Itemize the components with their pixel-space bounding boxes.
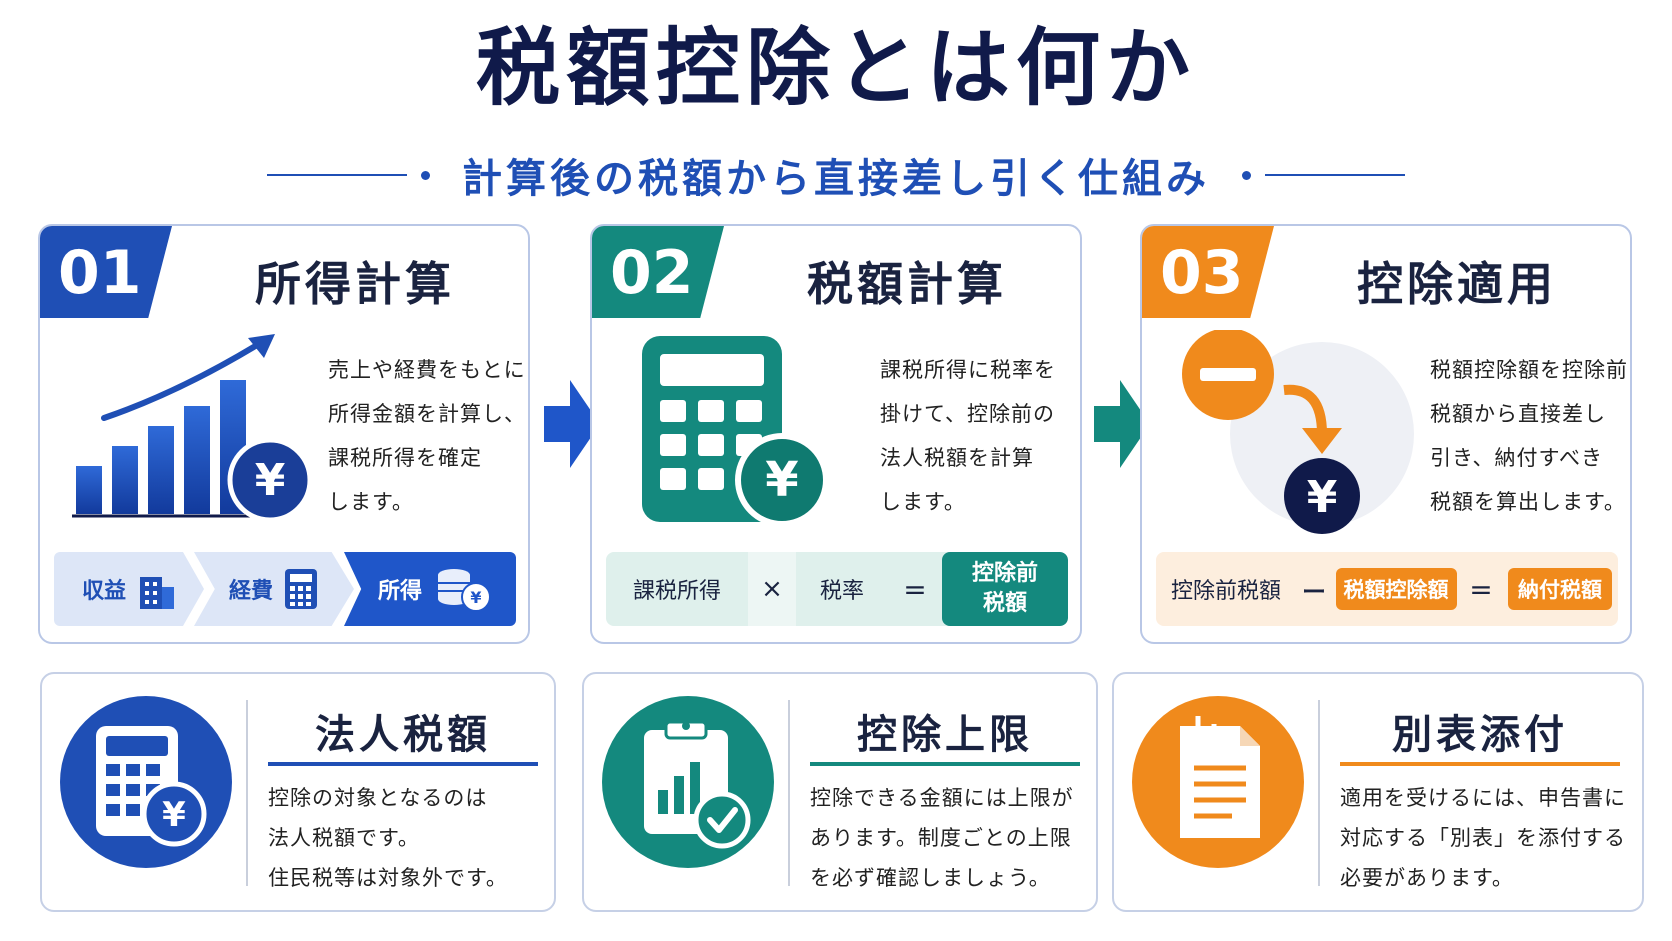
subtitle-line-right [1265, 174, 1405, 176]
step-description: 課税所得に税率を 掛けて、控除前の 法人税額を計算 します。 [880, 358, 1056, 514]
coins-yen-icon: ¥ [438, 569, 491, 612]
flow-step-revenue: 収益 [54, 552, 204, 626]
info-divider [246, 700, 248, 886]
page-subtitle: 計算後の税額から直接差し引く仕組み [462, 156, 1210, 202]
info-title-rule [268, 762, 538, 766]
info-icon-circle [1132, 696, 1304, 868]
formula-equals: = [903, 572, 927, 606]
formula-taxable-income: 課税所得 [632, 579, 721, 604]
step-card-02: 02 税額計算 ¥ 課税所得に税率を 掛けて、控除前の 法人税額を計算 します。… [590, 224, 1082, 644]
step-number-badge: 01 [40, 226, 172, 318]
info-title: 別表添付 [1392, 712, 1568, 758]
formula-multiply: × [748, 552, 796, 626]
formula-payable-tax: 納付税額 [1508, 568, 1612, 610]
formula-pre-credit-tax: 控除前税額 [1170, 579, 1281, 604]
subtitle-row: 計算後の税額から直接差し引く仕組み [0, 150, 1672, 202]
info-divider [1318, 700, 1320, 886]
info-title-rule [1340, 762, 1620, 766]
step-title: 税額計算 [807, 257, 1007, 311]
formula-equals: = [1469, 572, 1493, 606]
svg-text:¥: ¥ [255, 455, 286, 506]
clipboard-check-icon [644, 720, 751, 849]
subtitle-dot-left [421, 170, 430, 180]
step-description: 税額控除額を控除前 税額から直接差し 引き、納付すべき 税額を算出します。 [1430, 358, 1628, 514]
svg-text:¥: ¥ [162, 795, 186, 835]
formula-credit-wrap: 税額控除額 [1332, 552, 1460, 626]
info-card-schedule-attachment: 別表添付 適用を受けるには、申告書に 対応する「別表」を添付する 必要があります… [1112, 672, 1644, 912]
building-icon [140, 577, 174, 609]
credit-formula: 控除前税額 ー 税額控除額 = 納付税額 [1156, 552, 1618, 626]
info-card-corporate-tax: ¥ 法人税額 控除の対象となるのは 法人税額です。 住民税等は対象外です。 [40, 672, 556, 912]
formula-pre-credit-tax: 控除前 税額 [942, 552, 1068, 626]
calculator-icon [285, 569, 317, 609]
minus-yen-icon: ¥ [1182, 330, 1414, 534]
info-description: 控除の対象となるのは 法人税額です。 住民税等は対象外です。 [268, 786, 508, 890]
info-description: 適用を受けるには、申告書に 対応する「別表」を添付する 必要があります。 [1340, 786, 1626, 890]
step-arrow-icon [544, 380, 600, 468]
svg-text:¥: ¥ [765, 452, 798, 508]
formula-minus: ー [1302, 577, 1326, 606]
info-icon-circle [602, 696, 774, 868]
info-title-rule [810, 762, 1080, 766]
info-icon-circle: ¥ [60, 696, 232, 868]
svg-text:¥: ¥ [1307, 472, 1338, 523]
flow-step-income: 所得 ¥ [344, 552, 516, 626]
income-flow: 収益 経費 所得 ¥ [54, 552, 516, 626]
step-description: 売上や経費をもとに 所得金額を計算し、 課税所得を確定 します。 [328, 358, 526, 514]
info-title: 控除上限 [857, 712, 1033, 758]
info-divider [788, 700, 790, 886]
info-title: 法人税額 [315, 712, 491, 758]
flow-step-expense: 経費 [194, 552, 354, 626]
formula-payable-wrap: 納付税額 [1502, 552, 1618, 626]
info-card-credit-limit: 控除上限 控除できる金額には上限が あります。制度ごとの上限 を必ず確認しましょ… [582, 672, 1098, 912]
calculator-yen-icon: ¥ [96, 726, 207, 847]
step-title: 所得計算 [255, 257, 455, 311]
tax-formula: 課税所得 × 税率 = 控除前 税額 [606, 552, 1068, 626]
step-arrow-icon [1094, 380, 1150, 468]
bar-chart-yen-icon: ¥ [72, 334, 313, 523]
step-title: 控除適用 [1357, 257, 1557, 311]
formula-tax-credit: 税額控除額 [1335, 568, 1457, 610]
info-description: 控除できる金額には上限が あります。制度ごとの上限 を必ず確認しましょう。 [810, 786, 1074, 890]
step-number-badge: 03 [1142, 226, 1274, 318]
step-card-01: 01 所得計算 ¥ 売上や経費をもとに 所得金額を計算し、 課税所得を確定 しま… [38, 224, 530, 644]
step-number-badge: 02 [592, 226, 724, 318]
document-clip-icon [1180, 716, 1260, 838]
calculator-yen-icon: ¥ [642, 336, 829, 527]
formula-tax-rate: 税率 [819, 579, 864, 604]
subtitle-dot-right [1242, 170, 1251, 180]
page-title: 税額控除とは何か [475, 19, 1196, 117]
step-card-03: 03 控除適用 ¥ 税額控除額を控除前 税額から直接差し 引き、納付すべき 税額… [1140, 224, 1632, 644]
subtitle-line-left [267, 174, 407, 176]
svg-text:¥: ¥ [470, 588, 481, 607]
